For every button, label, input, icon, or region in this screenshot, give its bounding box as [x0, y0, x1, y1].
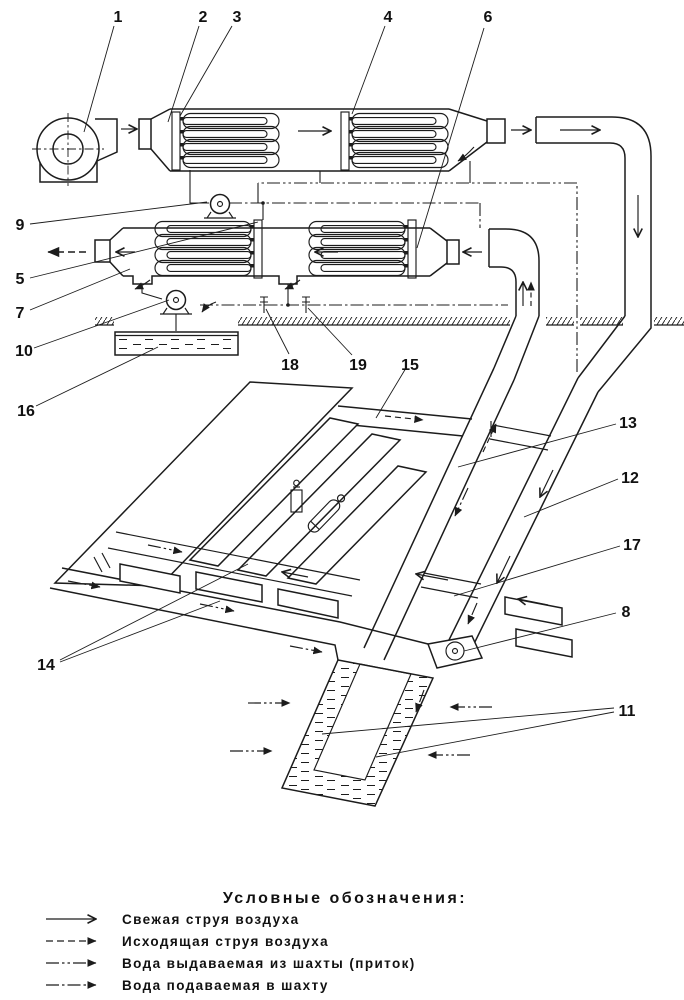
legend-title: Условные обозначения:: [223, 890, 467, 907]
callout-8: 8: [622, 604, 631, 621]
heater-1: [171, 111, 280, 171]
downcast-duct: [535, 116, 652, 316]
crosscuts: [420, 421, 552, 599]
upcast-shaft-top: [488, 228, 540, 316]
sump-flow-arrows: [230, 699, 492, 759]
callout-3: 3: [233, 9, 242, 26]
legend-label-water-out: Вода выдаваемая из шахты (приток): [122, 956, 416, 971]
legend-label-fresh-air: Свежая струя воздуха: [122, 912, 300, 927]
water-basin: [114, 331, 239, 356]
callout-9: 9: [16, 217, 25, 234]
shearer: [307, 494, 346, 533]
drill-rig: [290, 479, 303, 513]
vent-gallery: [337, 405, 473, 437]
heater-2: [340, 111, 449, 171]
callout-7: 7: [16, 305, 25, 322]
working-flow-arrows: [67, 544, 549, 655]
callout-19: 19: [349, 357, 367, 374]
water-sump: [280, 659, 435, 807]
right-stub-pillars: [504, 596, 573, 658]
legend-label-water-in: Вода подаваемая в шахту: [122, 978, 329, 993]
callout-12: 12: [621, 470, 639, 487]
callout-2: 2: [199, 9, 208, 26]
callout-10: 10: [15, 343, 33, 360]
callout-13: 13: [619, 415, 637, 432]
legend: Условные обозначения: Свежая струя возду…: [46, 890, 467, 993]
valve-18: [260, 296, 268, 313]
shaft-transitions: [493, 315, 652, 393]
pump-8: [426, 635, 484, 669]
callout-6: 6: [484, 9, 493, 26]
callout-leaders: [29, 25, 621, 758]
haulage-galleries: [49, 531, 429, 661]
air-heater-row-lower: [47, 219, 482, 290]
air-heater-row-upper: [138, 108, 531, 172]
face-pillars: [188, 417, 428, 585]
callout-5: 5: [16, 271, 25, 288]
pump-10: [141, 284, 192, 331]
gob-caved-area: [53, 381, 354, 587]
ground-line: [95, 317, 684, 326]
callout-15: 15: [401, 357, 419, 374]
callout-11: 11: [619, 703, 636, 720]
incline-12: [446, 377, 599, 659]
legend-label-outgoing-air: Исходящая струя воздуха: [122, 934, 329, 949]
callout-14: 14: [37, 657, 55, 674]
water-piping: [189, 146, 578, 372]
callout-1: 1: [114, 9, 123, 26]
callout-17: 17: [623, 537, 641, 554]
callout-18: 18: [281, 357, 299, 374]
callout-numbers: 1 2 3 4 6 9 5 7 10 16 18 19 15 13 12 17 …: [15, 9, 641, 720]
callout-4: 4: [384, 9, 393, 26]
valve-19: [302, 296, 310, 313]
incline-13: [363, 367, 515, 661]
fan: [32, 113, 118, 186]
pump-9: [204, 193, 236, 219]
callout-16: 16: [17, 403, 35, 420]
